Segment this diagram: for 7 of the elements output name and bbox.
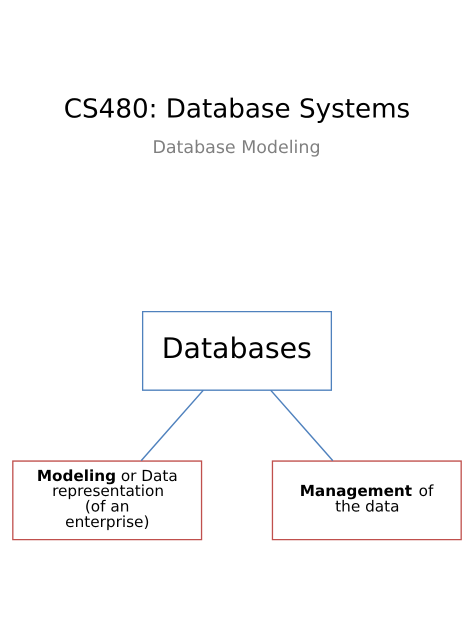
node-box: Databases <box>142 310 332 391</box>
diagram-title: CS480: Database Systems <box>64 94 410 125</box>
node-box: Modeling or Data representation (of an enterprise) <box>12 460 202 540</box>
connector <box>270 390 334 462</box>
label: Database Modeling <box>152 138 321 158</box>
node-box: Management of the data <box>272 460 462 540</box>
connector <box>140 390 204 462</box>
